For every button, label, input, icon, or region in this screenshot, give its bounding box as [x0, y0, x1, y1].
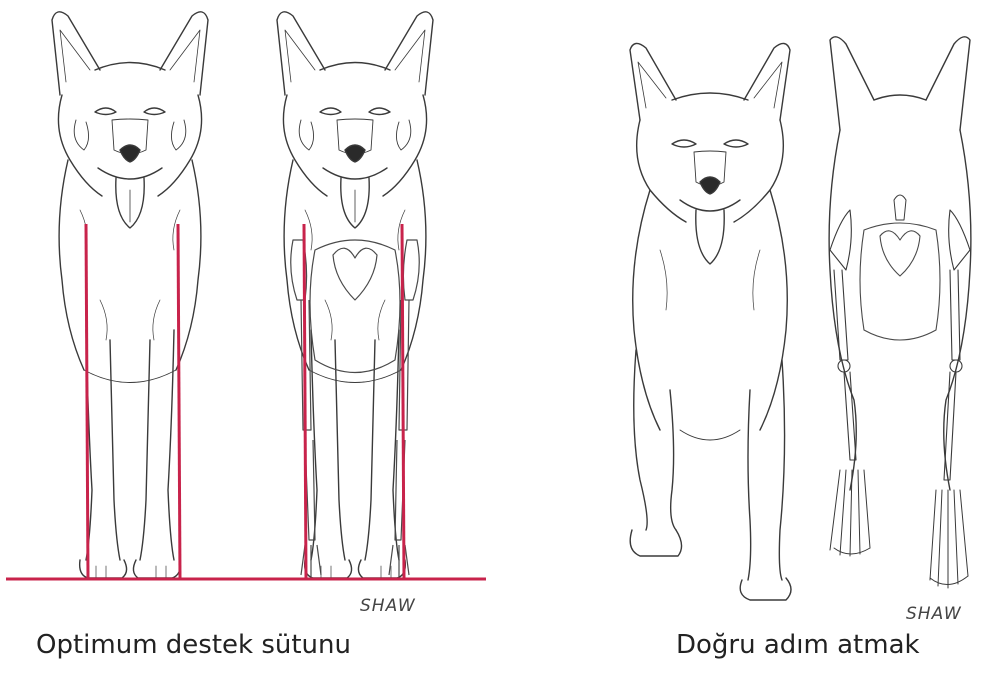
support-line-1 — [86, 224, 88, 578]
standing-dog-outline — [52, 12, 208, 578]
support-line-3 — [304, 224, 306, 578]
artist-signature-right: SHAW — [906, 604, 962, 624]
support-line-2 — [178, 224, 180, 578]
standing-dog-skeleton — [277, 12, 433, 578]
artist-signature-left: SHAW — [360, 596, 416, 616]
caption-left: Optimum destek sütunu — [36, 630, 351, 660]
walking-dog-skeleton — [829, 37, 971, 588]
support-lines — [6, 224, 486, 579]
caption-right: Doğru adım atmak — [676, 630, 920, 660]
support-line-4 — [402, 224, 404, 578]
walking-dog-outline — [630, 43, 791, 600]
